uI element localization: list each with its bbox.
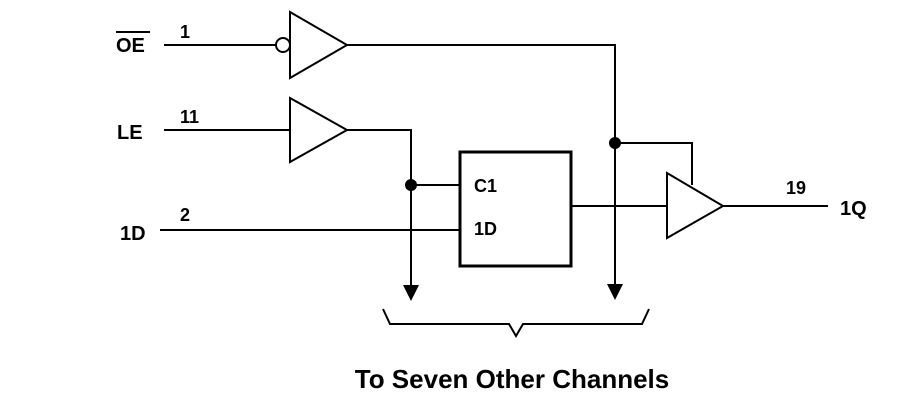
oe-buffer-gate bbox=[289, 10, 349, 80]
channel-brace bbox=[382, 308, 650, 338]
latch-clock-label: C1 bbox=[474, 176, 497, 196]
q-signal-label: 1Q bbox=[840, 198, 867, 220]
le-junction-dot bbox=[405, 179, 417, 191]
output-buffer-gate bbox=[666, 171, 725, 240]
le-buffer-gate bbox=[289, 96, 350, 164]
oe-pin-number: 1 bbox=[180, 22, 190, 42]
d-pin-number: 2 bbox=[180, 205, 190, 225]
le-pin-number: 11 bbox=[180, 107, 199, 127]
caption-text: To Seven Other Channels bbox=[355, 364, 669, 394]
oe-inversion-bubble bbox=[275, 37, 291, 53]
oe-enable-tap-wire bbox=[615, 142, 693, 185]
oe-junction-dot bbox=[609, 137, 621, 149]
d-signal-label: 1D bbox=[120, 223, 146, 245]
oe-down-arrow bbox=[607, 284, 623, 300]
latch-box bbox=[458, 150, 573, 268]
oe-signal-label: OE bbox=[116, 35, 145, 57]
le-clock-wire bbox=[347, 129, 412, 287]
le-signal-label: LE bbox=[117, 122, 143, 144]
le-down-arrow bbox=[403, 285, 419, 301]
latch-data-label: 1D bbox=[474, 219, 497, 239]
q-pin-number: 19 bbox=[786, 178, 806, 198]
